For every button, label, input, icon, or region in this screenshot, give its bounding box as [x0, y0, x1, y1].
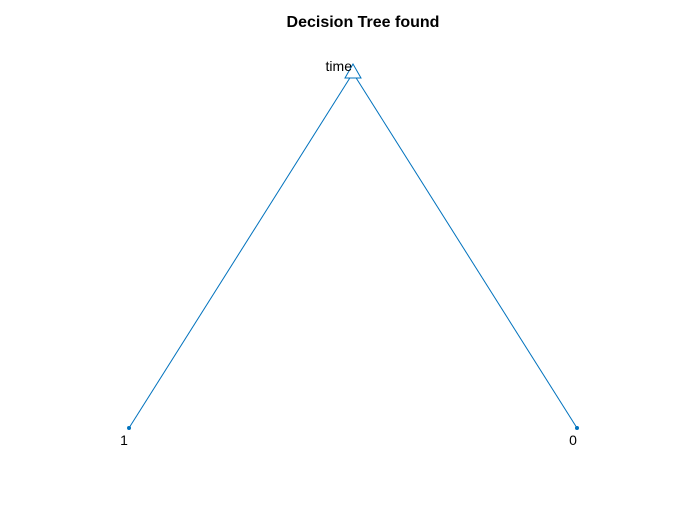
root-node-label: time: [326, 58, 353, 74]
diagram-title: Decision Tree found: [286, 14, 440, 31]
leaf-node-dot-0: [575, 426, 579, 430]
edge-root-to-leaf-1: [128, 72, 354, 429]
edge-root-to-leaf-0: [352, 72, 578, 429]
leaf-node-dot-1: [127, 426, 131, 430]
root-node-triangle: [344, 62, 362, 79]
leaf-node-label-1: 1: [120, 432, 128, 448]
leaf-node-label-0: 0: [569, 432, 577, 448]
